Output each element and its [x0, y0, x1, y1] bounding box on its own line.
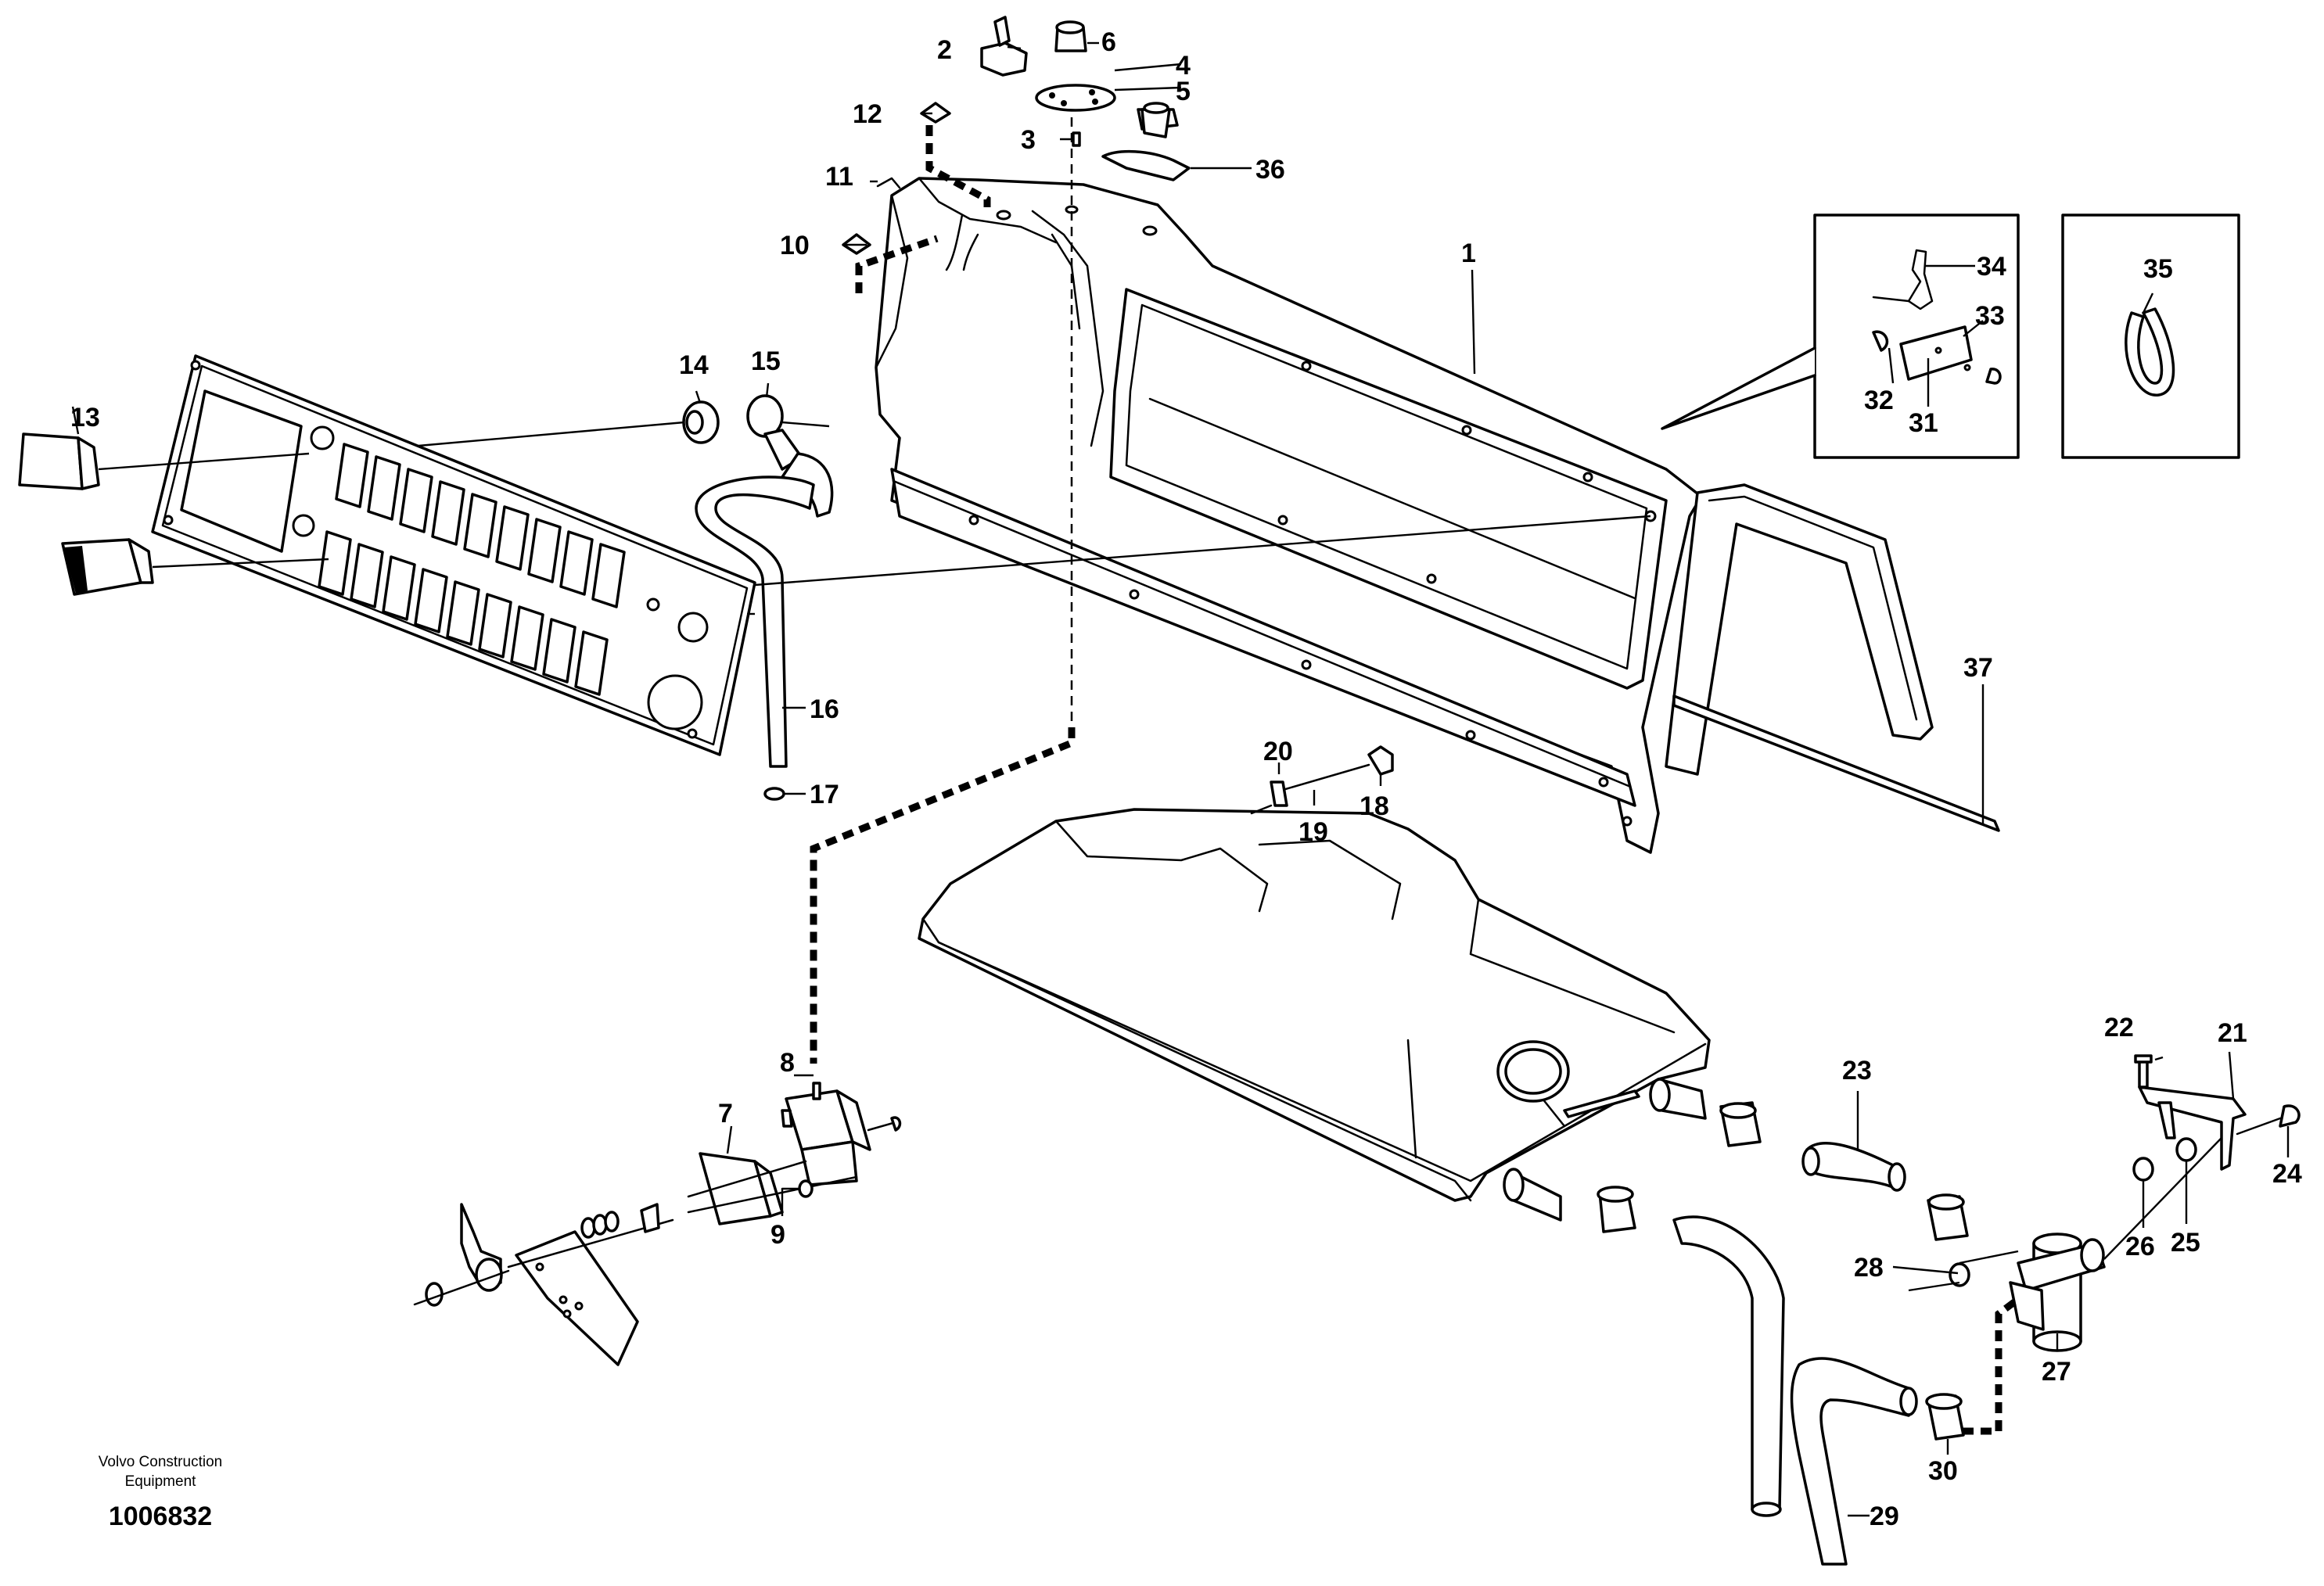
callout-labels: 1 2 3 4 5 6 7 8 9 10 11 12 13 14 15 16 1…: [70, 27, 2302, 1531]
switch-slot: [527, 518, 562, 583]
company-name-line2: Equipment: [125, 1473, 197, 1490]
callout-12: 12: [853, 99, 882, 129]
callout-29: 29: [1870, 1502, 1899, 1531]
switch-slot: [367, 455, 401, 521]
disc-part-4-5: [1035, 84, 1116, 112]
callout-16: 16: [810, 694, 839, 724]
switch-slot: [414, 568, 448, 633]
hose-part-16: [695, 475, 815, 801]
callout-25: 25: [2171, 1228, 2200, 1258]
callout-37: 37: [1963, 653, 1993, 683]
switch-slot: [559, 530, 594, 596]
callout-27: 27: [2042, 1357, 2071, 1387]
switch-slot: [542, 618, 577, 684]
dashboard-frame-part: [875, 177, 1934, 854]
callout-1: 1: [1461, 239, 1476, 268]
callout-3: 3: [1021, 125, 1036, 155]
switch-slot: [463, 493, 497, 558]
callout-23: 23: [1842, 1056, 1872, 1085]
drawing-footer: Volvo Construction Equipment 1006832: [99, 1454, 222, 1531]
inset-box-35: [2061, 214, 2240, 459]
callout-32: 32: [1864, 386, 1894, 415]
inset-box-31-34: [1661, 214, 2020, 459]
callout-17: 17: [810, 780, 839, 809]
switch-slot: [382, 555, 416, 621]
switch-slot: [350, 543, 384, 608]
horn-bracket-part: [413, 1203, 674, 1366]
toggle-switch-part: [980, 16, 1028, 77]
switch-slot: [574, 630, 609, 696]
knob-part-6: [1054, 20, 1087, 52]
callout-4: 4: [1176, 51, 1191, 81]
drawing-number: 1006832: [109, 1502, 212, 1531]
callout-19: 19: [1298, 817, 1328, 847]
switch-slot: [591, 543, 626, 608]
edge-strip-part: [1672, 694, 2000, 832]
callout-6: 6: [1101, 27, 1116, 57]
pipe-parts: [1503, 1054, 2301, 1566]
callout-24: 24: [2272, 1159, 2302, 1189]
switch-slot: [399, 468, 433, 533]
callout-5: 5: [1176, 77, 1191, 106]
switch-slot: [335, 443, 369, 508]
callout-36: 36: [1255, 155, 1285, 185]
callout-20: 20: [1263, 737, 1293, 766]
bolt-parts-18-20: [1250, 745, 1394, 815]
pin-part-3: [1072, 131, 1081, 147]
callout-7: 7: [718, 1099, 733, 1128]
callout-35: 35: [2143, 254, 2173, 284]
switch-slot: [478, 593, 512, 658]
callout-13: 13: [70, 403, 100, 432]
mount-parts-7-9: [687, 1082, 902, 1225]
clip-part-11: [876, 177, 901, 189]
switch-slot: [446, 580, 480, 646]
callout-26: 26: [2125, 1232, 2155, 1261]
callout-10: 10: [780, 231, 810, 260]
callout-leader-lines: [71, 41, 2290, 1517]
callout-30: 30: [1928, 1456, 1958, 1486]
callout-15: 15: [751, 346, 781, 376]
switch-part-13: [18, 432, 310, 490]
callout-31: 31: [1909, 408, 1938, 438]
callout-8: 8: [780, 1048, 795, 1078]
callout-14: 14: [679, 350, 709, 380]
callout-9: 9: [770, 1220, 785, 1250]
callout-21: 21: [2218, 1018, 2247, 1048]
callout-33: 33: [1975, 301, 2005, 331]
switch-slot: [318, 530, 352, 596]
heater-housing-part: [918, 808, 1711, 1202]
callout-2: 2: [937, 35, 952, 65]
label-tag-part-12: [920, 102, 951, 124]
callout-34: 34: [1977, 252, 2006, 282]
knob-bracket-part-36: [1101, 102, 1191, 181]
switch-slot: [495, 505, 530, 571]
rocker-switch-part: [61, 538, 329, 596]
callout-11: 11: [825, 162, 853, 192]
company-name-line1: Volvo Construction: [99, 1454, 222, 1470]
instrument-panel-part: [151, 354, 756, 756]
switch-slot: [431, 480, 465, 546]
callout-22: 22: [2104, 1013, 2134, 1042]
callout-28: 28: [1854, 1253, 1884, 1283]
switch-slot: [510, 605, 544, 671]
switch-slot-grid: [318, 443, 626, 696]
callout-18: 18: [1360, 791, 1389, 821]
